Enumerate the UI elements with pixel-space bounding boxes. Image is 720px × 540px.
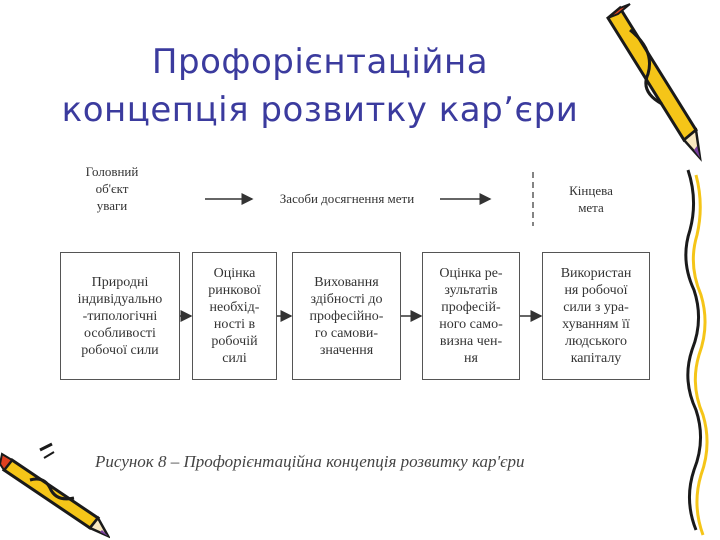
box-text: Оцінка ринкової необхід- ності в робочій… xyxy=(208,266,261,366)
header-final-goal: Кінцева мета xyxy=(569,183,613,215)
figure-caption: Рисунок 8 – Профорієнтаційна концепція р… xyxy=(95,452,525,471)
box-market-need: Оцінка ринкової необхід- ності в робочій… xyxy=(192,252,277,380)
box-text: Використан ня робочої сили з ура- хуванн… xyxy=(560,266,632,366)
box-human-capital: Використан ня робочої сили з ура- хуванн… xyxy=(542,252,650,380)
box-text: Виховання здібності до професійно- го са… xyxy=(309,274,384,358)
title-line-2: концепція розвитку кар’єри xyxy=(61,90,579,130)
header-main-object: Головний об'єкт уваги xyxy=(85,164,139,213)
title-line-1: Профорієнтаційна xyxy=(151,42,489,82)
header-means: Засоби досягнення мети xyxy=(279,191,415,206)
box-self-determination: Виховання здібності до професійно- го са… xyxy=(292,252,401,380)
box-results-evaluation: Оцінка ре- зультатів професій- ного само… xyxy=(422,252,520,380)
box-text: Оцінка ре- зультатів професій- ного само… xyxy=(439,266,503,366)
box-text: Природні індивідуально -типологічні особ… xyxy=(77,274,163,358)
box-natural-traits: Природні індивідуально -типологічні особ… xyxy=(60,252,180,380)
pencil-icon-right xyxy=(606,3,709,536)
pencil-icon-left xyxy=(0,442,110,539)
slide-title: Профорієнтаційна концепція розвитку кар’… xyxy=(40,38,600,134)
